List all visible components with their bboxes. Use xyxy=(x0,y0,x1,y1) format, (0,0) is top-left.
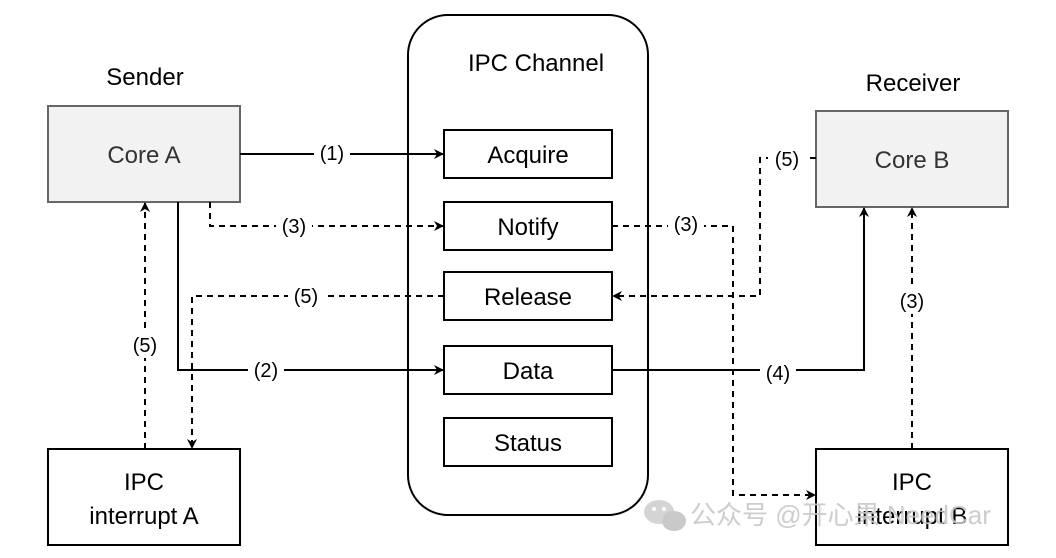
step-label-text: (5) xyxy=(133,335,157,357)
channel-item-notify: Notify xyxy=(443,201,613,251)
ipc-interrupt-a-box: IPC interrupt A xyxy=(47,448,241,546)
channel-item-label: Acquire xyxy=(487,142,568,169)
ipc-channel-title: IPC Channel xyxy=(468,50,604,77)
core-b-box: Core B xyxy=(815,110,1009,208)
ipc-interrupt-b-line1: IPC xyxy=(892,469,932,496)
channel-item-label: Notify xyxy=(497,214,558,241)
step-label-text: (4) xyxy=(766,363,790,385)
ipc-interrupt-a-line2: interrupt A xyxy=(89,503,198,530)
core-b-label: Core B xyxy=(875,147,950,174)
step-label-text: (1) xyxy=(320,143,344,165)
channel-item-acquire: Acquire xyxy=(443,129,613,179)
step-label-data: (2) xyxy=(248,357,284,383)
arrow-data xyxy=(177,202,444,375)
watermark-text: 公众号 @开心果 NeedCar xyxy=(690,500,991,530)
channel-item-release: Release xyxy=(443,271,613,321)
sender-label: Sender xyxy=(106,64,183,91)
ipc-interrupt-b-line2: interrupt B xyxy=(857,503,968,530)
arrow-notify xyxy=(209,202,444,231)
channel-item-data: Data xyxy=(443,345,613,395)
core-a-box: Core A xyxy=(47,105,241,203)
step-label-ipc-a-up: (5) xyxy=(126,332,164,358)
step-label-notify-to-b: (3) xyxy=(668,211,704,237)
step-label-data-to-b: (4) xyxy=(760,360,796,386)
ipc-interrupt-a-line1: IPC xyxy=(124,469,164,496)
step-label-text: (2) xyxy=(254,360,278,382)
wechat-icon xyxy=(644,500,686,531)
channel-item-status: Status xyxy=(443,417,613,467)
step-label-notify: (3) xyxy=(276,213,312,239)
step-label-acquire: (1) xyxy=(314,140,350,166)
watermark: 公众号 @开心果 NeedCar xyxy=(644,500,991,531)
step-label-release-from-b: (5) xyxy=(768,146,806,172)
step-label-text: (3) xyxy=(282,216,306,238)
step-label-release-to-a: (5) xyxy=(288,283,324,309)
step-label-text: (5) xyxy=(294,286,318,308)
arrow-data-to-b xyxy=(612,207,869,371)
channel-item-label: Data xyxy=(503,358,554,385)
core-a-label: Core A xyxy=(107,142,180,169)
ipc-interrupt-b-box: IPC interrupt B xyxy=(815,448,1009,546)
channel-item-label: Release xyxy=(484,284,572,311)
receiver-label: Receiver xyxy=(866,70,961,97)
step-label-text: (3) xyxy=(674,214,698,236)
arrow-release-to-a xyxy=(187,295,444,449)
step-label-text: (3) xyxy=(900,291,924,313)
step-label-text: (5) xyxy=(775,149,799,171)
channel-item-label: Status xyxy=(494,430,562,457)
step-label-ipc-b-up: (3) xyxy=(893,288,931,314)
